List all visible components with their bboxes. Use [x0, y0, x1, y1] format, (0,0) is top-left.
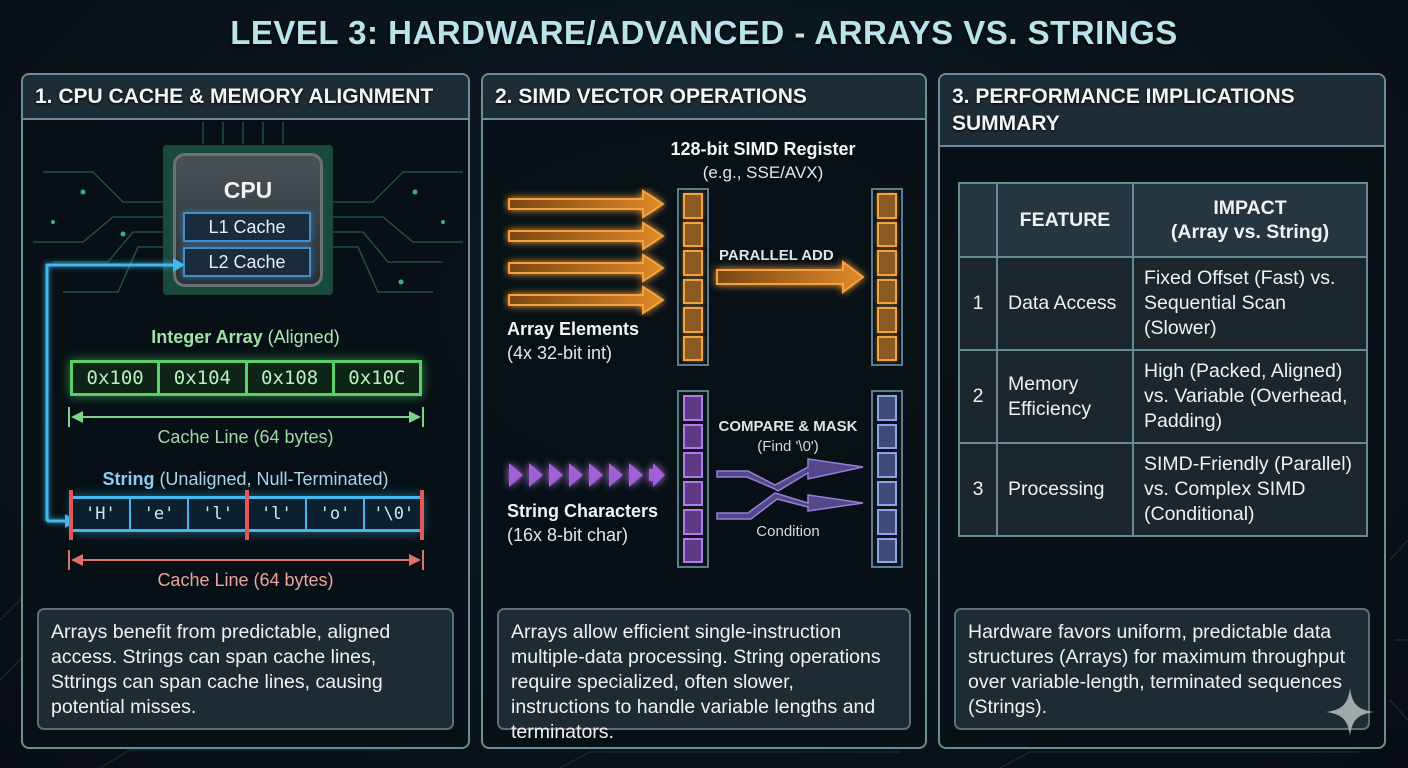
performance-note: Hardware favors uniform, predictable dat… — [954, 608, 1370, 730]
table-row: 3 Processing SIMD-Friendly (Parallel) vs… — [958, 442, 1368, 537]
row-impact: SIMD-Friendly (Parallel) vs. Complex SIM… — [1132, 442, 1368, 537]
cache-line-arrow-icon — [68, 550, 424, 570]
find-null-label: (Find '\0') — [757, 438, 819, 455]
header-impact: IMPACT (Array vs. String) — [1132, 182, 1368, 258]
table-row: 2 Memory Efficiency High (Packed, Aligne… — [958, 349, 1368, 444]
integer-array-cells: 0x100 0x104 0x108 0x10C — [70, 360, 422, 396]
simd-register-output-array — [871, 188, 903, 366]
int-cache-line-label: Cache Line (64 bytes) — [157, 427, 334, 447]
simd-register-title: 128-bit SIMD Register — [670, 139, 856, 159]
row-feature: Memory Efficiency — [996, 349, 1134, 444]
string-char-cell: 'e' — [131, 499, 190, 529]
array-cell: 0x100 — [73, 363, 161, 393]
header-feature: FEATURE — [996, 182, 1134, 258]
string-label: String (Unaligned, Null-Terminated) — [102, 469, 389, 489]
cache-boundary-marker — [420, 490, 424, 540]
circuit-traces-icon — [33, 122, 463, 293]
cpu-label: CPU — [223, 177, 273, 203]
row-feature: Data Access — [996, 256, 1134, 351]
string-char-cell: 'o' — [307, 499, 366, 529]
integer-array-label: Integer Array (Aligned) — [151, 327, 340, 347]
string-characters-label: String Characters — [507, 501, 659, 521]
array-elements-sub: (4x 32-bit int) — [507, 343, 613, 363]
string-cache-line-label: Cache Line (64 bytes) — [157, 570, 334, 590]
cache-line-arrow-icon — [68, 407, 424, 427]
parallel-add-label: PARALLEL ADD — [719, 247, 834, 264]
sparkle-icon — [1326, 688, 1374, 736]
cpu-chip: CPU L1 Cache L2 Cache — [163, 145, 333, 295]
panel-header: 2. SIMD VECTOR OPERATIONS — [483, 75, 925, 120]
row-impact: High (Packed, Aligned) vs. Variable (Ove… — [1132, 349, 1368, 444]
string-char-cell: 'l' — [189, 499, 249, 529]
panel-header: 1. CPU CACHE & MEMORY ALIGNMENT — [23, 75, 468, 120]
array-cell: 0x104 — [160, 363, 248, 393]
string-char-cell: 'l' — [248, 499, 307, 529]
row-feature: Processing — [996, 442, 1134, 537]
table-row: 1 Data Access Fixed Offset (Fast) vs. Se… — [958, 256, 1368, 351]
panel-performance-summary: 3. PERFORMANCE IMPLICATIONS SUMMARY FEAT… — [938, 73, 1386, 749]
l2-cache: L2 Cache — [183, 247, 311, 277]
array-element-arrows-icon — [508, 189, 865, 315]
cpu-cache-note: Arrays benefit from predictable, aligned… — [37, 608, 454, 730]
simd-register-input-array — [677, 188, 709, 366]
header-index — [958, 182, 998, 258]
summary-table: FEATURE IMPACT (Array vs. String) 1 Data… — [958, 182, 1368, 537]
cache-boundary-marker — [69, 490, 73, 540]
simd-register-input-string — [677, 390, 709, 568]
array-cell: 0x10C — [348, 367, 406, 389]
string-char-cell: 'H' — [72, 499, 131, 529]
cache-boundary-marker — [245, 490, 249, 540]
table-header-row: FEATURE IMPACT (Array vs. String) — [958, 182, 1368, 258]
page-title: LEVEL 3: HARDWARE/ADVANCED - ARRAYS VS. … — [230, 14, 1178, 51]
compare-mask-label: COMPARE & MASK — [718, 418, 858, 435]
row-number: 3 — [958, 442, 998, 537]
row-impact: Fixed Offset (Fast) vs. Sequential Scan … — [1132, 256, 1368, 351]
simd-register-output-mask — [871, 390, 903, 568]
string-char-cell: '\0' — [373, 504, 415, 524]
string-chevrons-icon — [509, 458, 864, 520]
row-number: 2 — [958, 349, 998, 444]
panel-header: 3. PERFORMANCE IMPLICATIONS SUMMARY — [940, 75, 1384, 147]
panel-simd: 2. SIMD VECTOR OPERATIONS 128-bit SIMD R… — [481, 73, 927, 749]
row-number: 1 — [958, 256, 998, 351]
l1-cache: L1 Cache — [183, 212, 311, 242]
condition-label: Condition — [756, 523, 820, 540]
array-cell: 0x108 — [248, 363, 335, 393]
panel-cpu-cache: 1. CPU CACHE & MEMORY ALIGNMENT CPU L1 C… — [21, 73, 470, 749]
simd-register-subtitle: (e.g., SSE/AVX) — [702, 163, 824, 182]
simd-note: Arrays allow efficient single-instructio… — [497, 608, 911, 743]
string-characters-sub: (16x 8-bit char) — [507, 525, 629, 545]
array-elements-label: Array Elements — [507, 319, 640, 339]
